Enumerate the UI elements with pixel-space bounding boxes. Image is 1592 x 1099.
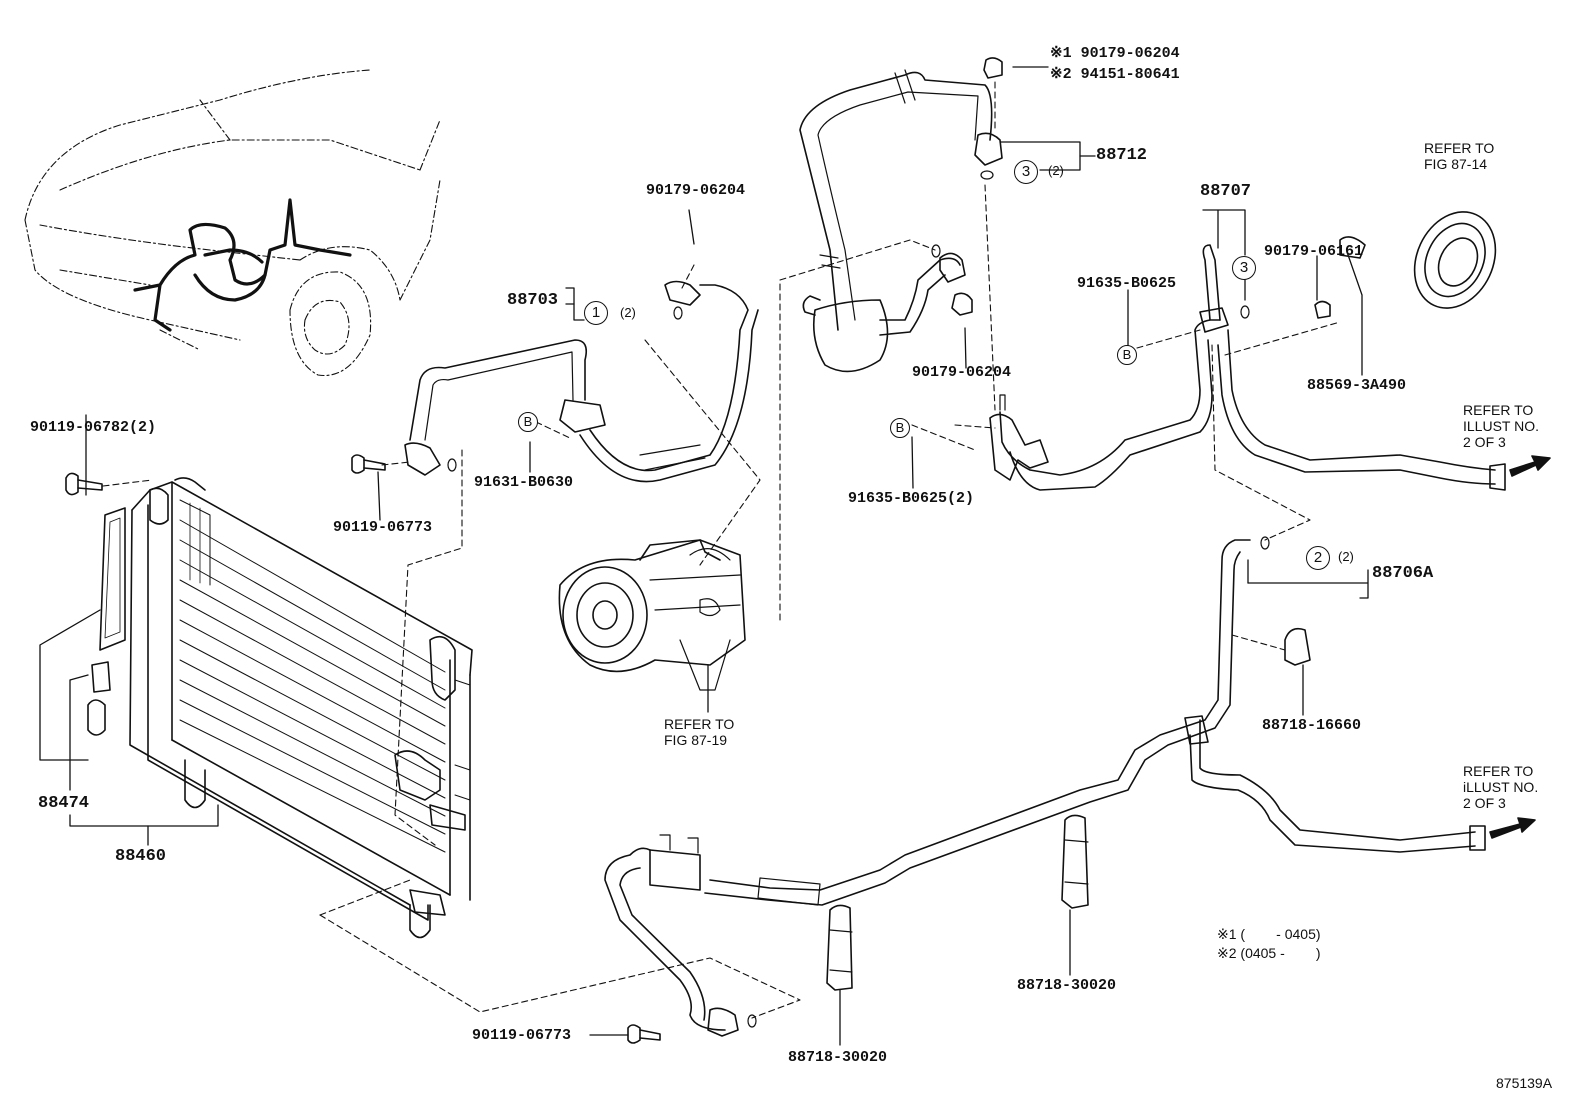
part-label-90119-06782: 90119-06782(2) — [30, 419, 157, 436]
receiver-bracket-88474 — [87, 507, 126, 736]
discharge-hose-88712 — [799, 57, 1003, 373]
condenser-88460 — [129, 477, 473, 939]
part-label-91631-b0630: 91631-B0630 — [474, 474, 574, 491]
part-label-88460: 88460 — [115, 847, 167, 866]
part-label-91635-b0625-2: 91635-B0625(2) — [848, 490, 975, 507]
liquid-tube-88706a — [604, 539, 1486, 1037]
date-note-2: ※2 (0405 - ) — [1217, 945, 1321, 961]
dashed-leader-lines — [102, 81, 1341, 1019]
callout-b-2: B — [518, 412, 538, 432]
part-label-90179-06204-a: 90179-06204 — [646, 182, 746, 199]
refer-illust-2-of-3-b: REFER TO iLLUST NO. 2 OF 3 — [1463, 763, 1539, 811]
qty-2-b: (2) — [1338, 549, 1354, 564]
part-label-91635-b0625: 91635-B0625 — [1077, 275, 1177, 292]
clamps — [826, 236, 1366, 991]
part-label-88703: 88703 — [507, 291, 559, 310]
part-label-88706a: 88706A — [1372, 564, 1434, 583]
suction-hose-88703 — [404, 280, 759, 483]
part-label-88474: 88474 — [38, 794, 90, 813]
part-label-90119-06773-a: 90119-06773 — [333, 519, 433, 536]
callout-3-a: 3 — [1014, 160, 1038, 184]
part-label-88707: 88707 — [1200, 182, 1252, 201]
o-rings — [447, 170, 1270, 1028]
refer-fig-87-14: REFER TO FIG 87-14 — [1424, 140, 1495, 172]
callout-3-b: 3 — [1232, 256, 1256, 280]
vehicle-location-sketch — [24, 69, 441, 377]
compressor — [558, 539, 746, 691]
qty-2-c: (2) — [1048, 163, 1064, 178]
figure-id: 875139A — [1496, 1075, 1553, 1091]
part-label-90179-06204-b: 90179-06204 — [912, 364, 1012, 381]
callout-1: 1 — [584, 301, 608, 325]
callout-b-3: B — [890, 418, 910, 438]
liquid-tube-88707 — [989, 244, 1506, 491]
leader-lines — [39, 66, 1369, 1046]
part-label-90179-06161: 90179-06161 — [1264, 243, 1364, 260]
part-label-90179-06204-ref: ※1 90179-06204 — [1050, 45, 1180, 62]
date-note-1: ※1 ( - 0405) — [1217, 926, 1321, 942]
part-label-90119-06773-b: 90119-06773 — [472, 1027, 572, 1044]
callout-2: 2 — [1306, 546, 1330, 570]
direction-arrows — [1489, 455, 1551, 839]
refer-illust-2-of-3-a: REFER TO ILLUST NO. 2 OF 3 — [1463, 402, 1539, 450]
qty-2-a: (2) — [620, 305, 636, 320]
part-label-88712: 88712 — [1096, 146, 1148, 165]
part-label-88718-30020-a: 88718-30020 — [1017, 977, 1117, 994]
refer-fig-87-19: REFER TO FIG 87-19 — [664, 716, 735, 748]
ac-line-routing-on-vehicle — [133, 198, 352, 332]
part-label-88718-30020-b: 88718-30020 — [788, 1049, 888, 1066]
part-label-88569-3a490: 88569-3A490 — [1307, 377, 1407, 394]
condenser-bolts — [65, 454, 661, 1044]
part-label-94151-80641-ref: ※2 94151-80641 — [1050, 66, 1180, 83]
callout-b-1: B — [1117, 345, 1137, 365]
shaft-seal-fig-87-14 — [1413, 211, 1497, 309]
part-label-88718-16660: 88718-16660 — [1262, 717, 1362, 734]
